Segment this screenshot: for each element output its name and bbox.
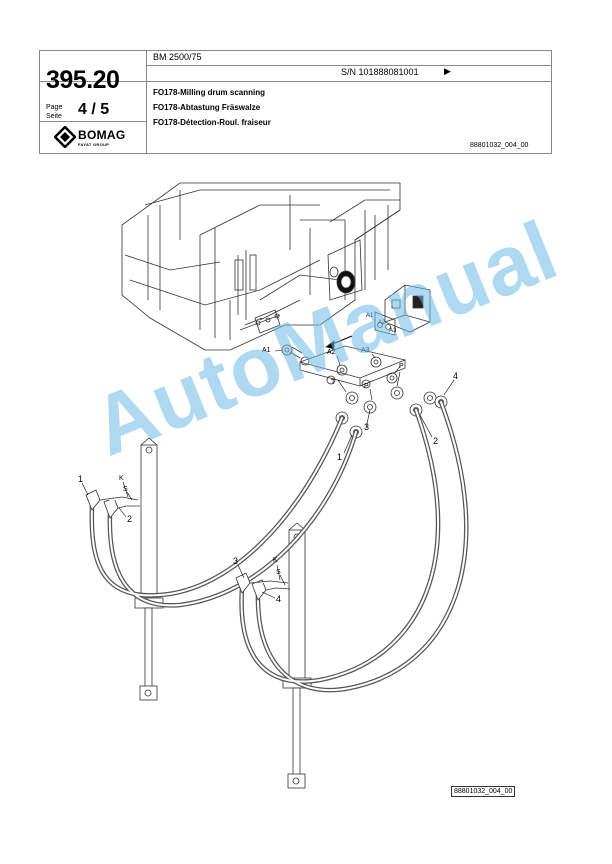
page-label-en: Page <box>46 104 63 111</box>
page-label: Page Seite <box>46 103 62 121</box>
header-divider <box>146 51 147 153</box>
callout-k-right: K <box>273 557 278 564</box>
leader-lines <box>81 349 455 599</box>
serial-number: S/N 101888081001 <box>341 67 419 77</box>
callout-a3-valve: A3 <box>389 328 397 334</box>
callout-4-top: 4 <box>453 371 459 381</box>
callout-1-left: 1 <box>78 474 84 484</box>
callout-2-left: 2 <box>127 514 133 524</box>
cylinder-elbow-fittings <box>85 489 291 601</box>
title-fr: FO178-Détection-Roul. fraiseur <box>153 118 271 127</box>
callout-a1: A1 <box>262 347 271 354</box>
header-divider <box>40 81 551 82</box>
page-number: 4 / 5 <box>78 101 110 118</box>
callout-3-top: 3 <box>364 422 370 432</box>
header-block: BM 2500/75 S/N 101888081001 ▶ 395.20 Pag… <box>39 50 552 154</box>
callout-k-left: K <box>119 475 124 482</box>
callout-1-top: 1 <box>337 452 343 462</box>
hose-end-fittings <box>335 386 448 439</box>
fitting-p <box>386 372 398 384</box>
header-divider <box>146 65 551 66</box>
section-code: 395.20 <box>46 66 120 94</box>
callout-a2-valve: A2 <box>378 320 386 326</box>
callout-2-top: 2 <box>433 436 439 446</box>
left-cylinder <box>134 437 164 701</box>
fitting-plate <box>298 345 407 387</box>
callout-a3: A3 <box>361 347 370 354</box>
callout-s-right: S <box>276 569 281 576</box>
machine-frame <box>121 182 401 351</box>
footer-drawing-number: 88801032_004_00 <box>451 786 516 797</box>
callout-a1-valve: A1 <box>366 313 374 319</box>
title-en: FO178-Milling drum scanning <box>153 88 266 97</box>
fitting-a3 <box>361 356 382 389</box>
brand-subtitle: FAYAT GROUP <box>78 142 110 147</box>
right-cylinder <box>282 522 312 789</box>
callout-a2: A2 <box>327 349 336 356</box>
header-divider <box>40 121 146 122</box>
machine-model: BM 2500/75 <box>153 52 202 62</box>
brand-name: BOMAG <box>78 128 126 142</box>
callout-p-upper: P <box>399 363 404 370</box>
callout-3-right: 3 <box>233 556 239 566</box>
fitting-a2 <box>326 364 348 385</box>
brand-logo: BOMAG FAYAT GROUP <box>54 126 134 150</box>
callout-p-lower: P <box>364 383 369 390</box>
title-de: FO178-Abtastung Fräswalze <box>153 103 261 112</box>
callout-4-right: 4 <box>276 594 282 604</box>
bomag-diamond-logo-icon <box>54 126 76 148</box>
serial-arrow-icon: ▶ <box>444 66 451 76</box>
callout-s-left: S <box>123 486 128 493</box>
callout-t: T <box>331 379 336 386</box>
drawing-number: 88801032_004_00 <box>470 142 529 149</box>
arrow-head-icon <box>325 340 335 350</box>
valve-block <box>374 284 431 336</box>
page-label-de: Seite <box>46 113 62 120</box>
